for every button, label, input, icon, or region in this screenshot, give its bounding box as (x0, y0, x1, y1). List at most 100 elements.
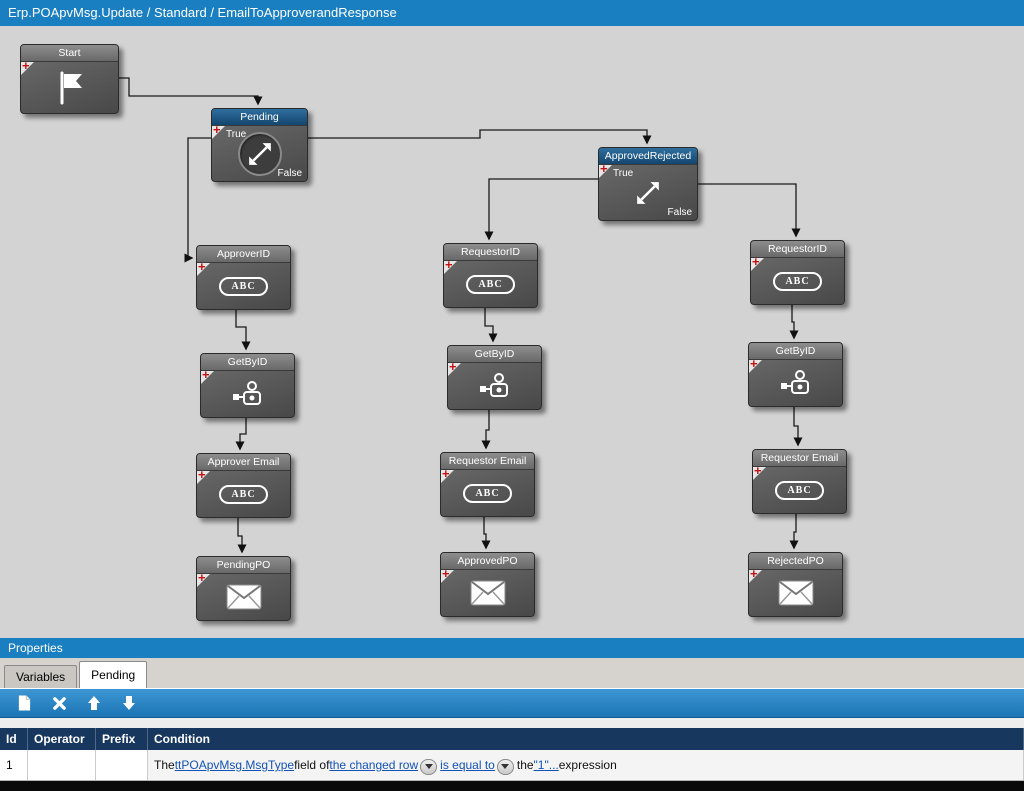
tab-variables[interactable]: Variables (4, 665, 77, 688)
node-requestor-email-2[interactable]: Requestor Email+ABC (752, 449, 847, 514)
node-approver-email[interactable]: Approver Email+ABC (196, 453, 291, 518)
connector-line (792, 303, 794, 338)
connector-line (486, 408, 489, 448)
abc-icon: ABC (775, 481, 823, 500)
email-icon (226, 584, 262, 610)
node-title: GetByID (201, 354, 294, 371)
delete-row-icon[interactable] (47, 692, 71, 714)
node-approved-po[interactable]: ApprovedPO+ (440, 552, 535, 617)
abc-icon: ABC (219, 277, 267, 296)
connector-line (188, 138, 211, 258)
node-start[interactable]: Start+ (20, 44, 119, 114)
column-header-operator[interactable]: Operator (28, 728, 96, 750)
connector-line (794, 405, 798, 445)
node-title: RejectedPO (749, 553, 842, 570)
chevron-down-icon (501, 764, 509, 769)
abc-icon: ABC (219, 485, 267, 504)
node-title: ApprovedRejected (599, 148, 697, 165)
dropdown-button[interactable] (420, 759, 437, 775)
method-icon (231, 379, 265, 409)
connector-line (794, 512, 796, 548)
flag-icon (55, 70, 85, 106)
node-approved-rejected[interactable]: ApprovedRejected+TrueFalse (598, 147, 698, 221)
node-body (599, 165, 697, 220)
node-body: ABC (753, 467, 846, 513)
node-title: PendingPO (197, 557, 290, 574)
node-body (448, 363, 541, 409)
condition-link[interactable]: the changed row (329, 758, 418, 772)
abc-icon: ABC (466, 275, 514, 294)
node-rejected-po[interactable]: RejectedPO+ (748, 552, 843, 617)
connector-line (489, 179, 598, 239)
condition-text: field of (294, 758, 329, 772)
move-up-icon[interactable] (82, 692, 106, 714)
node-title: RequestorID (444, 244, 537, 261)
email-icon (778, 580, 814, 606)
dropdown-button[interactable] (497, 759, 514, 775)
branch-arrows-icon (245, 139, 275, 169)
node-get-by-id-1[interactable]: GetByID+ (200, 353, 295, 418)
node-body: ABC (441, 470, 534, 516)
node-pending-po[interactable]: PendingPO+ (196, 556, 291, 621)
column-header-prefix[interactable]: Prefix (96, 728, 148, 750)
connector-line (306, 130, 647, 143)
node-approver-id[interactable]: ApproverID+ABC (196, 245, 291, 310)
toolbar-gap (0, 718, 1024, 728)
tab-bar: VariablesPending (0, 658, 1024, 689)
condition-link[interactable]: ttPOApvMsg.MsgType (175, 758, 294, 772)
abc-icon: ABC (463, 484, 511, 503)
node-title: GetByID (448, 346, 541, 363)
node-title: ApprovedPO (441, 553, 534, 570)
connector-line (485, 306, 493, 341)
bottom-strip (0, 781, 1024, 791)
node-pending[interactable]: Pending+TrueFalse (211, 108, 308, 182)
properties-header: Properties (0, 638, 1024, 658)
condition-text: expression (559, 758, 617, 772)
new-row-icon[interactable] (12, 692, 36, 714)
tab-pending[interactable]: Pending (79, 661, 147, 688)
condition-toolbar (0, 689, 1024, 718)
chevron-down-icon (425, 764, 433, 769)
node-body: ABC (751, 258, 844, 304)
node-requestor-email-1[interactable]: Requestor Email+ABC (440, 452, 535, 517)
cell-id: 1 (0, 750, 28, 780)
method-icon (478, 371, 512, 401)
node-title: GetByID (749, 343, 842, 360)
column-header-id[interactable]: Id (0, 728, 28, 750)
node-get-by-id-2[interactable]: GetByID+ (447, 345, 542, 410)
condition-text: the (517, 758, 534, 772)
node-body: ABC (444, 261, 537, 307)
grid-row[interactable]: 1 The ttPOApvMsg.MsgType field of the cha… (0, 750, 1024, 781)
cell-operator (28, 750, 96, 780)
grid-header: IdOperatorPrefixCondition (0, 728, 1024, 750)
node-requestor-id-2[interactable]: RequestorID+ABC (750, 240, 845, 305)
titlebar: Erp.POApvMsg.Update / Standard / EmailTo… (0, 0, 1024, 26)
method-icon (779, 368, 813, 398)
connector-line (236, 308, 246, 349)
condition-link[interactable]: is equal to (440, 758, 495, 772)
node-title: Requestor Email (441, 453, 534, 470)
condition-link[interactable]: "1"... (534, 758, 559, 772)
node-body (441, 570, 534, 616)
branch-arrows-icon (633, 178, 663, 208)
column-header-condition[interactable]: Condition (148, 728, 1024, 750)
connector-line (240, 416, 246, 449)
node-body: ABC (197, 263, 290, 309)
icon-circle (238, 132, 282, 176)
email-icon (470, 580, 506, 606)
connector-line (484, 515, 486, 548)
connector-line (238, 516, 242, 552)
connector-line (696, 184, 796, 236)
abc-icon: ABC (773, 272, 821, 291)
node-body (212, 126, 307, 181)
condition-text: The (154, 758, 175, 772)
node-body (197, 574, 290, 620)
move-down-icon[interactable] (117, 692, 141, 714)
node-requestor-id-1[interactable]: RequestorID+ABC (443, 243, 538, 308)
properties-title: Properties (8, 641, 63, 655)
workflow-canvas[interactable]: Start+ Pending+TrueFalseApprovedRejected+… (0, 26, 1024, 638)
node-get-by-id-3[interactable]: GetByID+ (748, 342, 843, 407)
node-title: Start (21, 45, 118, 62)
connector-line (117, 78, 258, 104)
